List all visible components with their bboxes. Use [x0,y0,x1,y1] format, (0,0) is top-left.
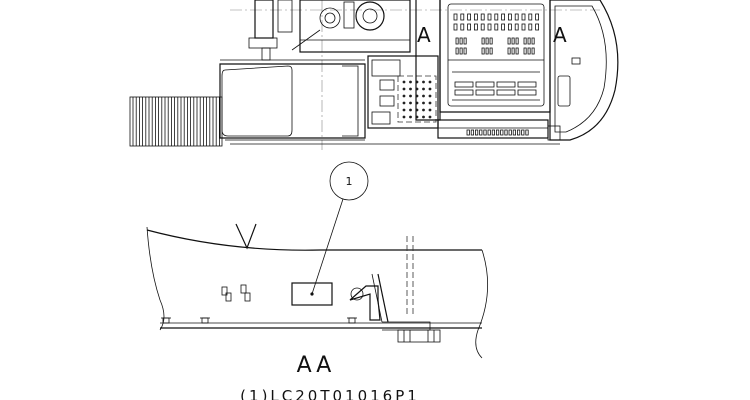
frame-right-break [475,249,488,359]
side-cover [547,0,619,141]
leader-dot [310,292,314,296]
section-marker-left: A [417,23,431,47]
pump-assembly [291,0,411,53]
label-plate [291,282,333,306]
machine-top-view: A A [129,0,619,150]
mounting-bracket [349,273,389,323]
engine-cover [219,59,560,145]
section-view-aa: AA (1)LC20T01016P1 [146,223,488,400]
frame-upper-edge [146,229,482,251]
balloon-number: 1 [346,175,353,188]
v-bracket [235,223,257,250]
part-caption: (1)LC20T01016P1 [240,387,420,400]
section-marker-right: A [553,23,567,47]
section-title: AA [297,353,336,378]
wire-clips [221,284,251,302]
step-bar [437,119,549,139]
leader-line [311,198,344,295]
control-valve-block [367,55,439,129]
exhaust-stack [248,0,293,61]
crawler-track [129,96,223,147]
frame-left-break [146,226,165,331]
balloon-circle [329,161,369,201]
hidden-member [382,236,441,343]
balloon-callout: 1 [310,161,369,296]
